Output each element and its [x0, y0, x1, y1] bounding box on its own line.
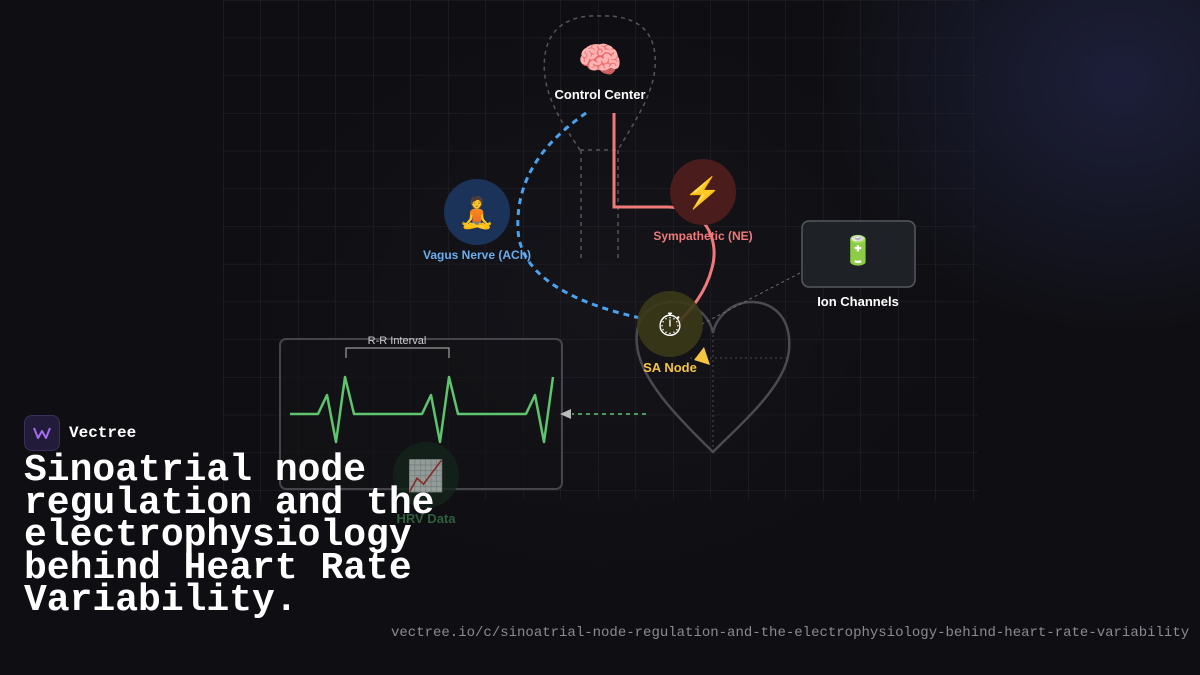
- sa-node-arrowhead: [694, 347, 710, 365]
- sa-node: [637, 291, 703, 357]
- vagus-nerve-label: Vagus Nerve (ACh): [423, 248, 531, 262]
- lightning-icon: ⚡: [684, 175, 721, 211]
- ion-channel-link: [699, 272, 801, 326]
- ecg-arrowhead: [560, 409, 571, 419]
- sympathetic-label: Sympathetic (NE): [653, 229, 752, 243]
- sympathetic-node: [670, 159, 736, 225]
- sa-node-label: SA Node: [643, 360, 697, 375]
- hrv-data-node: [393, 442, 459, 508]
- vectree-logo-icon: [24, 415, 60, 451]
- meditation-person-icon: 🧘: [458, 195, 495, 230]
- vagus-node: [444, 179, 510, 245]
- control-center-label: Control Center: [555, 87, 646, 102]
- heart-outline: [635, 300, 791, 454]
- brain-icon: 🧠: [578, 39, 623, 80]
- ion-channels-label: Ion Channels: [817, 294, 899, 309]
- page-title: Sinoatrial node regulation and the elect…: [24, 449, 435, 622]
- rr-interval-label: R-R Interval: [368, 335, 427, 347]
- battery-icon: 🔋: [841, 234, 876, 267]
- hrv-data-label: HRV Data: [396, 511, 456, 526]
- brand: Vectree: [24, 415, 136, 451]
- brand-name: Vectree: [69, 424, 137, 442]
- stopwatch-icon: ⏱: [658, 307, 683, 343]
- head-outline: [543, 15, 656, 260]
- ecg-trace: [290, 375, 555, 444]
- source-url[interactable]: vectree.io/c/sinoatrial-node-regulation-…: [391, 625, 1190, 641]
- rr-interval-bracket: [345, 347, 450, 358]
- ion-channels-box: [801, 220, 916, 288]
- chart-increasing-icon: 📈: [407, 458, 444, 493]
